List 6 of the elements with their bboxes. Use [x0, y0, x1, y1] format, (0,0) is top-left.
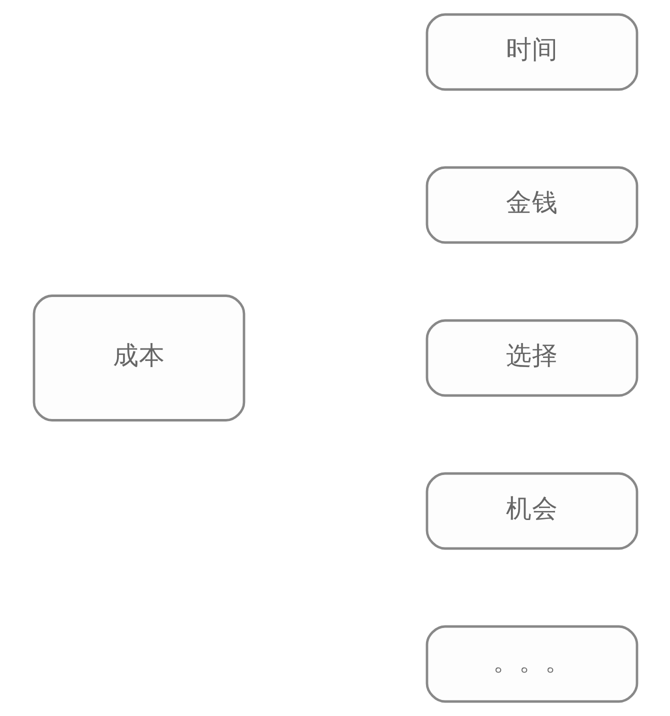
node-box: 机会: [425, 472, 638, 550]
node-box: 金钱: [425, 166, 638, 244]
node-box: 。。。: [425, 625, 638, 703]
node-box: 成本: [32, 294, 245, 422]
node-box: 选择: [425, 319, 638, 397]
node-box: 时间: [425, 13, 638, 91]
